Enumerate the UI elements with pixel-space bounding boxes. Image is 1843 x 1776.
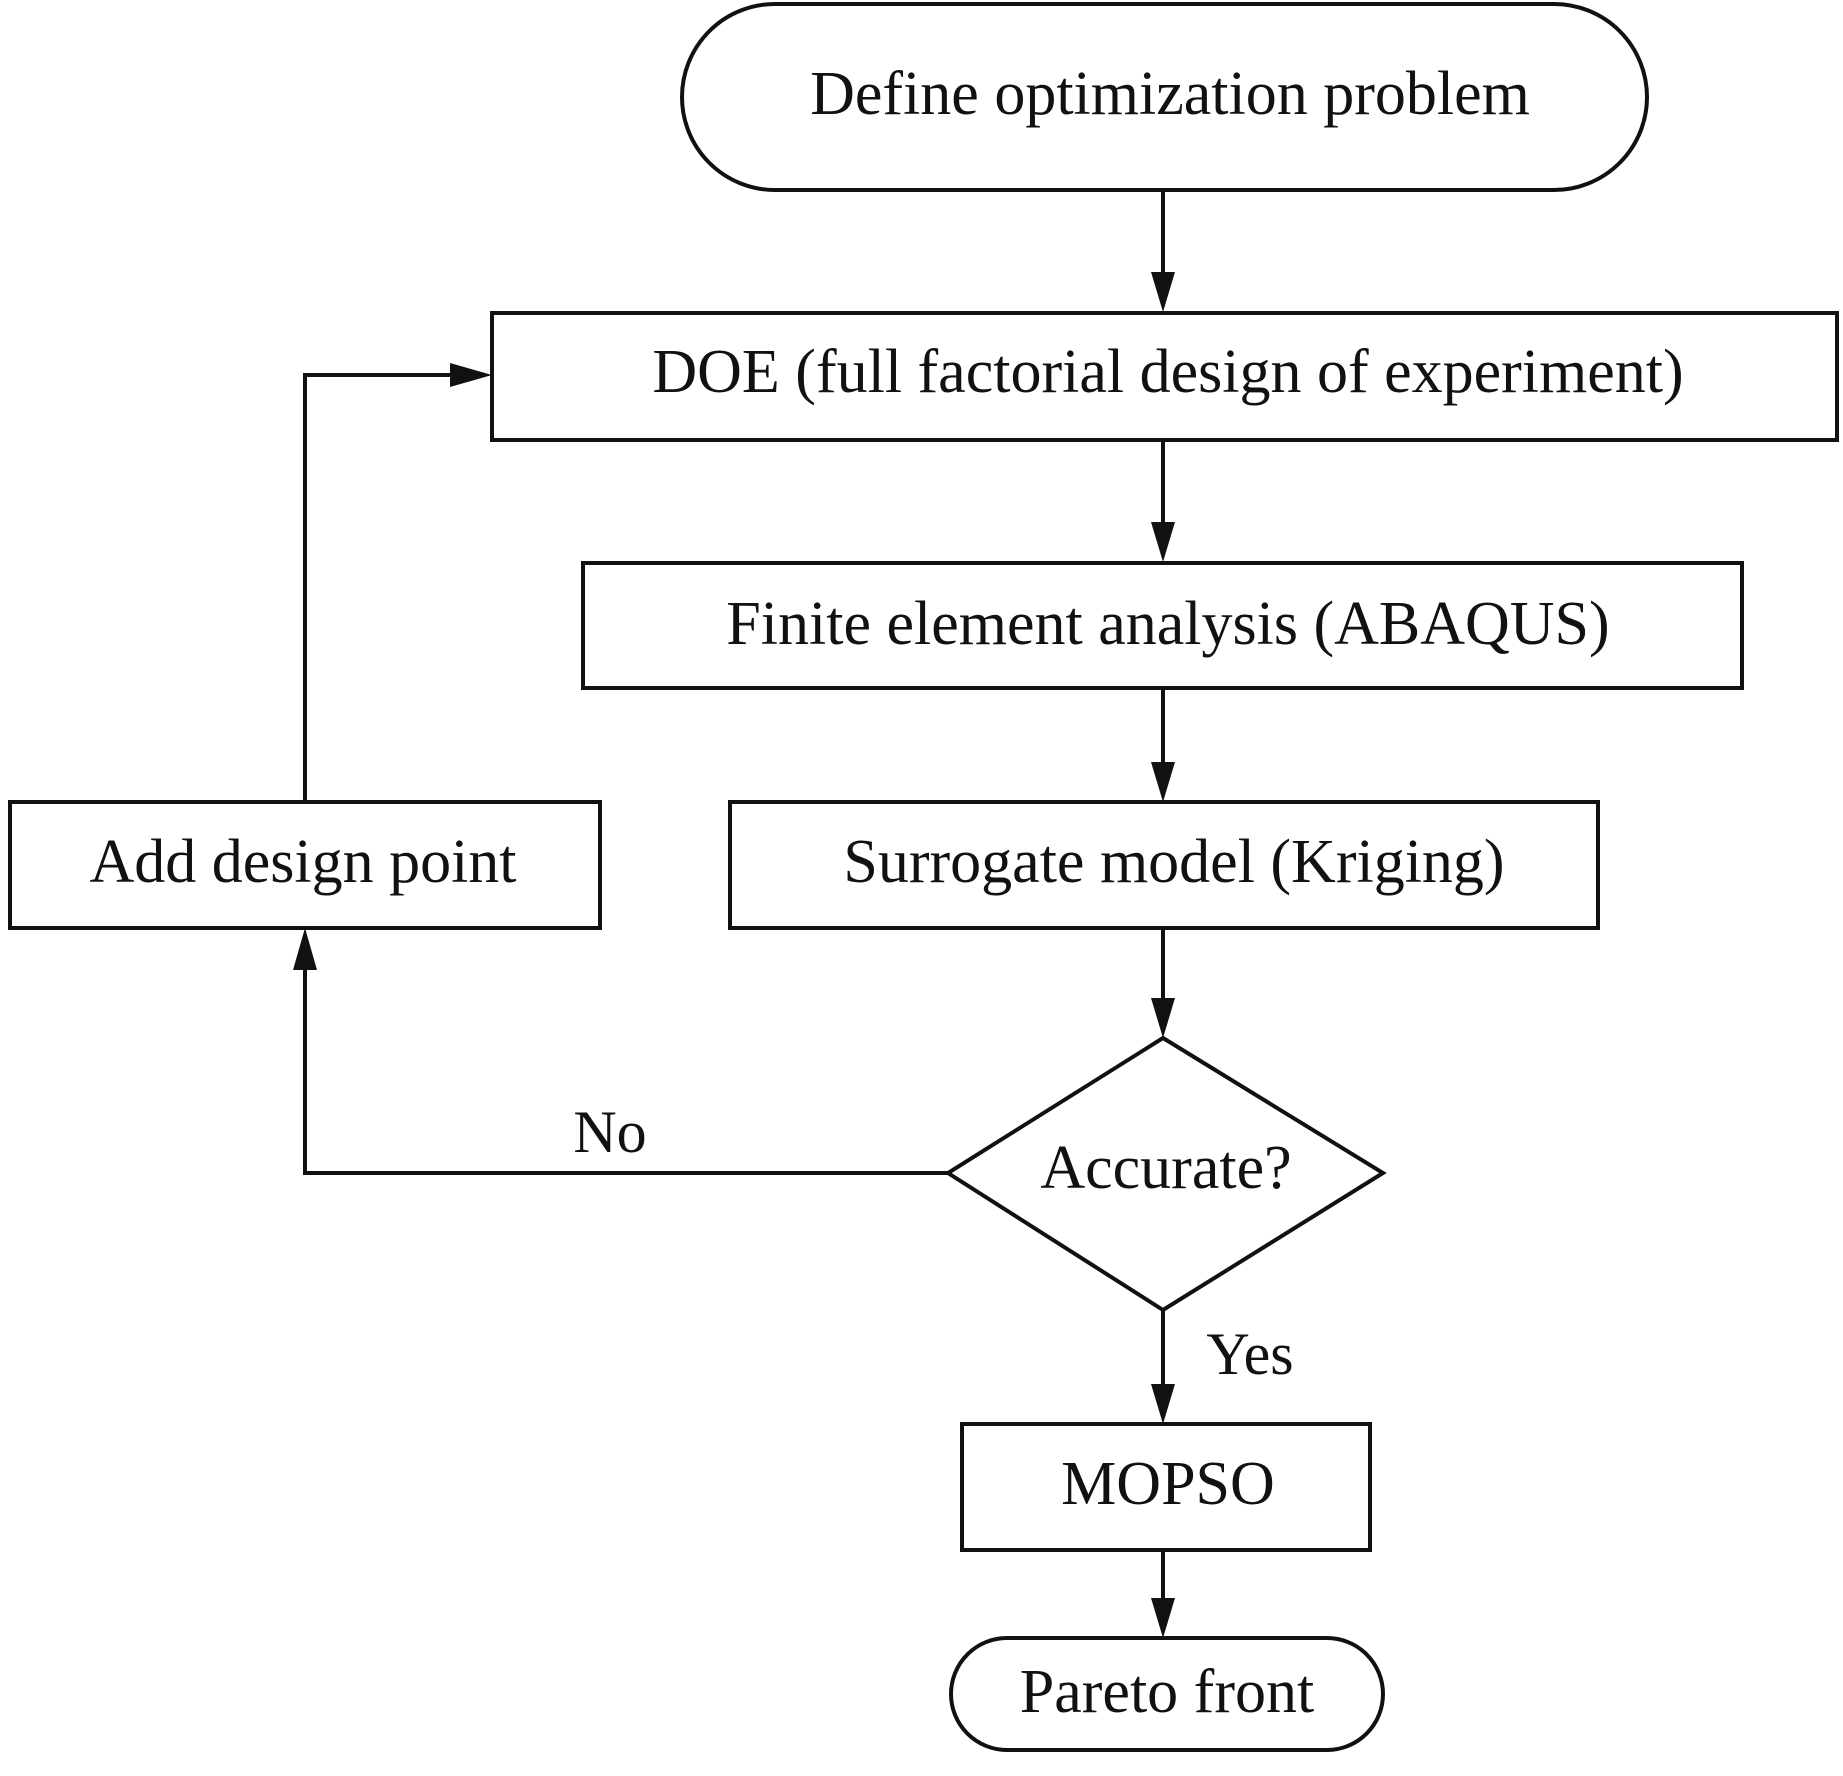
start-terminator — [680, 2, 1649, 192]
start-label: Define optimization problem — [810, 60, 1530, 128]
arrowhead-define-to-doe — [1151, 272, 1175, 312]
end-label: Pareto front — [1020, 1658, 1314, 1726]
edge-label-no: No — [573, 1099, 646, 1165]
arrowhead-mopso-to-pareto — [1151, 1598, 1175, 1638]
surrogate-label: Surrogate model (Kriging) — [843, 828, 1504, 896]
end-terminator — [949, 1636, 1385, 1752]
doe-process-box — [490, 311, 1839, 442]
add-point-process-box — [8, 800, 602, 930]
arrowhead-decision-to-mopso — [1151, 1384, 1175, 1424]
arrowhead-add-point-to-doe — [450, 363, 492, 387]
mopso-label: MOPSO — [1061, 1450, 1275, 1518]
accurate-decision-diamond — [944, 1035, 1387, 1313]
connector-decision-to-add-point — [303, 962, 948, 1175]
arrowhead-fea-to-surrogate — [1151, 762, 1175, 802]
accurate-label: Accurate? — [1040, 1134, 1291, 1202]
doe-label: DOE (full factorial design of experiment… — [652, 338, 1683, 406]
fea-label: Finite element analysis (ABAQUS) — [726, 590, 1609, 658]
connector-add-point-to-doe — [303, 373, 456, 802]
mopso-process-box — [960, 1422, 1372, 1552]
arrowhead-decision-to-add-point — [293, 928, 317, 970]
surrogate-process-box — [728, 800, 1600, 930]
arrowhead-doe-to-fea — [1151, 522, 1175, 562]
add-point-label: Add design point — [89, 828, 516, 896]
fea-process-box — [581, 561, 1744, 690]
edge-label-yes: Yes — [1206, 1321, 1293, 1387]
arrowhead-surrogate-to-decision — [1151, 998, 1175, 1038]
